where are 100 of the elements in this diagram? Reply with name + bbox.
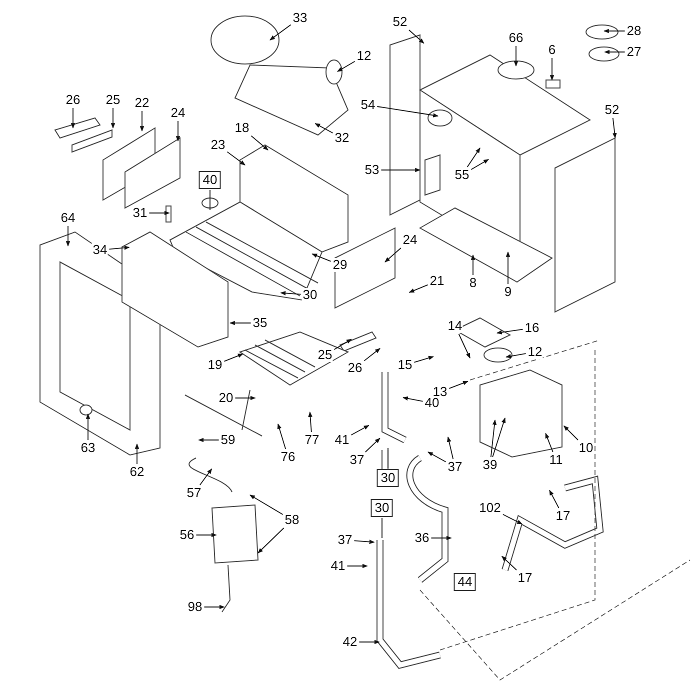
leader-line <box>198 438 220 442</box>
callout-number: 52 <box>604 103 620 117</box>
leader-line <box>384 248 402 262</box>
leader-line <box>408 284 428 293</box>
leader-line <box>496 328 524 334</box>
leader-line <box>258 528 284 554</box>
leader-line <box>612 118 617 138</box>
callout-number: 59 <box>220 433 236 447</box>
leader-line <box>506 251 510 284</box>
leader-line <box>176 120 180 142</box>
callout-number: 98 <box>186 600 204 614</box>
leader-line <box>224 353 244 362</box>
leader-line <box>376 106 439 118</box>
leader-line <box>308 412 312 432</box>
leader-line <box>334 338 352 350</box>
leader-line <box>250 135 268 150</box>
leader-line <box>66 226 70 247</box>
leader-line <box>502 514 522 524</box>
leader-line <box>86 413 90 440</box>
callout-number: 37 <box>336 533 354 547</box>
callout-number: 24 <box>170 106 186 120</box>
callout-number: 36 <box>414 531 430 545</box>
leader-line <box>314 123 334 134</box>
leader-line <box>414 356 434 363</box>
callout-number: 58 <box>284 513 300 527</box>
leader-line <box>364 438 380 452</box>
leader-line <box>458 334 470 358</box>
leader-line <box>466 148 480 168</box>
callout-number: 30 <box>302 288 318 302</box>
callout-number: 76 <box>280 450 296 464</box>
callout-number: 25 <box>104 93 122 107</box>
leader-line <box>380 168 421 172</box>
leader-line <box>110 108 116 129</box>
leader-line <box>430 536 452 540</box>
leader-line <box>545 432 554 452</box>
callout-number: 29 <box>332 258 348 272</box>
callout-number: 20 <box>218 391 234 405</box>
callout-number: 14 <box>446 319 464 333</box>
callout-number: 41 <box>334 433 350 447</box>
callout-number: 54 <box>360 98 376 112</box>
callout-number: 33 <box>292 11 308 25</box>
leader-line <box>448 380 468 389</box>
callout-number: 19 <box>206 358 224 372</box>
leader-line <box>563 425 578 440</box>
callout-number: 34 <box>92 243 108 257</box>
leader-line <box>199 468 212 486</box>
leader-line <box>270 24 292 40</box>
callout-number: 52 <box>392 15 408 29</box>
callout-number: 25 <box>316 348 334 362</box>
leader-line <box>549 490 560 508</box>
leader-line <box>148 210 170 216</box>
callout-number: 11 <box>548 453 564 467</box>
leader-line <box>550 58 554 81</box>
callout-number: 77 <box>304 433 320 447</box>
callout-number: 23 <box>210 138 226 152</box>
leader-line <box>492 417 506 458</box>
leader-line <box>603 28 626 34</box>
callout-number: 8 <box>468 276 478 290</box>
callout-number: 41 <box>330 559 346 573</box>
callout-number: 28 <box>626 24 642 38</box>
callout-number: 26 <box>346 361 364 375</box>
callout-number: 24 <box>402 233 418 247</box>
leader-line <box>402 396 424 402</box>
leader-line <box>337 60 356 72</box>
callout-number: 66 <box>508 31 524 45</box>
callout-number: 39 <box>482 458 498 472</box>
callout-number: 27 <box>626 45 642 59</box>
callout-number: 26 <box>64 93 82 107</box>
callout-number: 55 <box>454 168 470 182</box>
callout-number: 32 <box>334 131 350 145</box>
callout-number: 35 <box>252 316 268 330</box>
callout-number: 12 <box>356 49 372 63</box>
leader-line <box>346 564 368 568</box>
leader-line <box>234 396 256 400</box>
leader-line <box>229 320 252 326</box>
leader-line <box>108 246 130 250</box>
callout-number: 17 <box>554 509 572 523</box>
leader-line <box>354 540 375 544</box>
callout-number: 16 <box>524 321 540 335</box>
callout-number: 12 <box>526 345 544 359</box>
leader-line <box>226 151 246 166</box>
callout-number: 15 <box>396 358 414 372</box>
callout-number: 30 <box>370 499 394 517</box>
leader-line <box>134 443 140 464</box>
leader-line <box>277 423 286 450</box>
callout-number: 31 <box>132 206 148 220</box>
callout-number: 102 <box>478 501 502 515</box>
leader-line <box>604 50 626 54</box>
leader-line <box>204 604 225 610</box>
leader-line <box>140 110 144 132</box>
leader-line <box>364 348 380 362</box>
leader-line <box>428 452 446 462</box>
callout-number: 42 <box>342 635 358 649</box>
callout-number: 56 <box>178 528 196 542</box>
leader-line <box>358 640 380 644</box>
callout-number: 40 <box>198 171 222 189</box>
leader-line <box>501 556 517 570</box>
leader-line <box>70 108 76 129</box>
leader-line <box>280 291 302 296</box>
callout-number: 18 <box>234 121 250 135</box>
